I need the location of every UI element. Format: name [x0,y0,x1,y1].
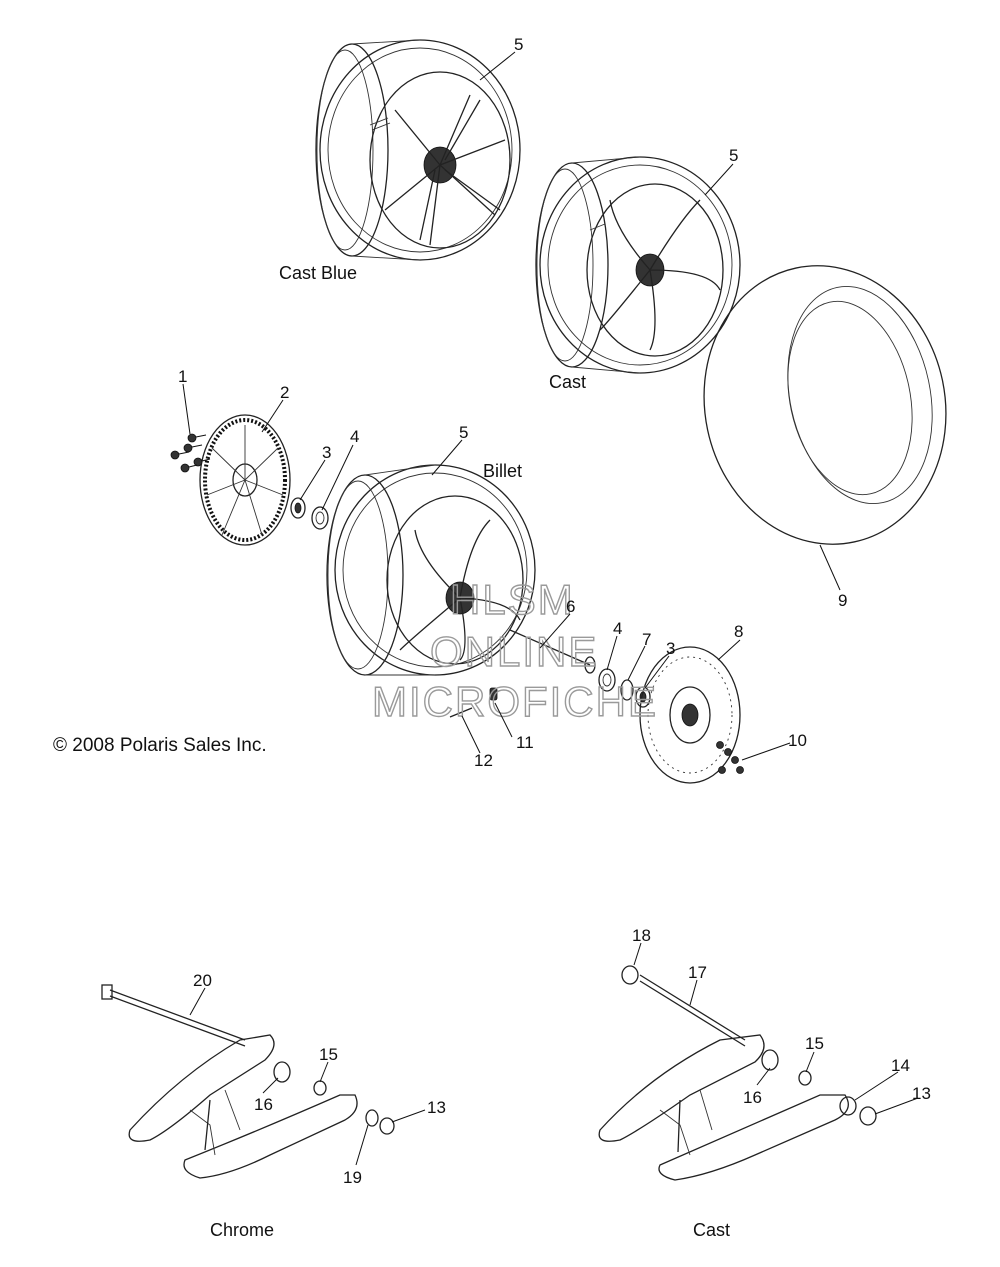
axle-spacer[interactable] [509,629,596,674]
callout-7: 7 [642,630,651,649]
svg-text:HLSM: HLSM [450,576,575,623]
callout-4: 4 [613,619,622,638]
leader-lines [182,51,919,1166]
wheel-cast[interactable] [535,156,741,374]
svg-text:MICROFICHE: MICROFICHE [372,678,658,725]
eccentric-cast[interactable] [839,1096,857,1116]
disc-bolts[interactable] [716,741,744,774]
callout-13: 13 [427,1098,446,1117]
callout-17: 17 [688,963,707,982]
callout-8: 8 [734,622,743,641]
nut-cast[interactable] [859,1106,877,1126]
washer-cast-top[interactable] [621,965,639,985]
callout-11: 11 [516,733,534,752]
callout-15: 15 [319,1045,338,1064]
copyright: © 2008 Polaris Sales Inc. [53,735,267,756]
bushing-chrome[interactable] [273,1061,327,1096]
pivot-bolt-cast[interactable] [639,974,746,1047]
valve-stem[interactable] [489,687,498,701]
callout-20: 20 [193,971,212,990]
washer-chrome[interactable] [365,1109,379,1127]
tire[interactable] [679,243,972,567]
callout-2: 2 [280,383,289,402]
callout-3: 3 [322,443,331,462]
callout-15: 15 [805,1034,824,1053]
drive-pulley[interactable] [199,414,291,546]
pulley-bolts[interactable] [170,433,211,473]
caption-cast-blue: Cast Blue [279,263,357,283]
callout-6: 6 [566,597,575,616]
callout-16: 16 [254,1095,273,1114]
seal-left[interactable] [290,497,306,519]
pivot-bolt-chrome[interactable] [101,984,246,1047]
snap-ring[interactable] [620,679,634,701]
callout-5: 5 [729,146,738,165]
nut-chrome[interactable] [379,1117,395,1135]
callout-19: 19 [343,1168,362,1187]
callout-18: 18 [632,926,651,945]
brake-disc[interactable] [639,646,741,784]
caption-chrome: Chrome [210,1220,274,1240]
svg-text:ONLINE: ONLINE [430,628,598,675]
callout-3: 3 [666,639,675,658]
bearing-left[interactable] [311,506,329,530]
swingarm-cast[interactable] [598,1034,849,1181]
pin[interactable] [449,707,473,718]
bushing-cast[interactable] [761,1049,812,1086]
watermark: HLSM ONLINE MICROFICHE [371,575,658,725]
callout-4: 4 [350,427,359,446]
caption-cast: Cast [549,372,586,392]
callouts: 5 5 1 2 3 4 5 6 4 7 3 8 9 10 11 12 20 15… [178,35,931,1187]
callout-13: 13 [912,1084,931,1103]
captions: Cast Blue Cast Billet Chrome Cast [210,263,730,1240]
caption-billet: Billet [483,461,522,481]
wheel-cast-blue[interactable] [315,39,521,261]
wheel-billet[interactable] [326,464,536,676]
callout-14: 14 [891,1056,910,1075]
callout-10: 10 [788,731,807,750]
callout-1: 1 [178,367,187,386]
callout-12: 12 [474,751,493,770]
callout-16: 16 [743,1088,762,1107]
swingarm-chrome[interactable] [128,1034,358,1179]
caption-cast-swingarm: Cast [693,1220,730,1240]
callout-5: 5 [459,423,468,442]
callout-5: 5 [514,35,523,54]
callout-9: 9 [838,591,847,610]
